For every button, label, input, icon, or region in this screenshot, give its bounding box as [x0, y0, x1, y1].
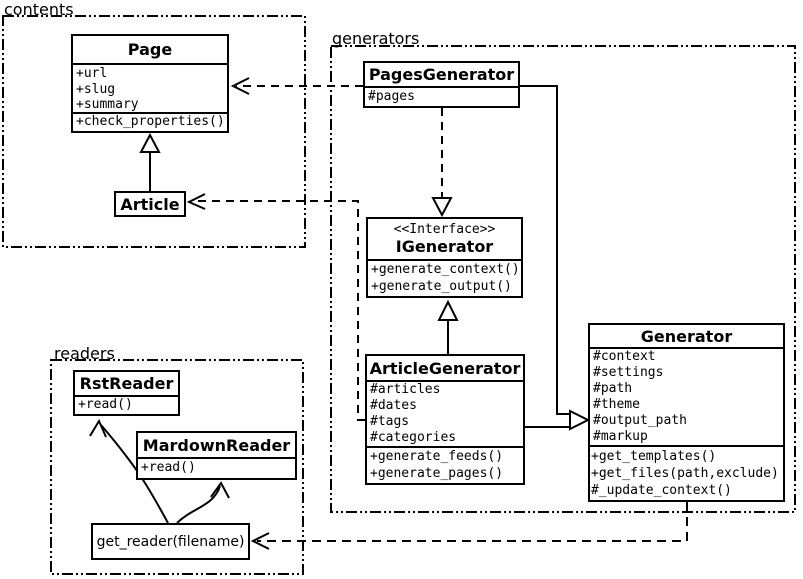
- class-title: Article: [120, 194, 180, 214]
- method: +get_files(path,exclude): [591, 466, 779, 481]
- attributes-compartment: #articles #dates #tags #categories: [367, 382, 523, 448]
- interface-igenerator: <<Interface>> IGenerator +generate_conte…: [366, 217, 523, 298]
- method: +generate_context(): [371, 262, 520, 277]
- attribute: #dates: [370, 398, 417, 413]
- hollow-triangle-right-icon: [569, 409, 591, 431]
- open-arrowhead-up-icon: [210, 481, 230, 499]
- attribute: #context: [593, 349, 656, 364]
- class-title: IGenerator: [395, 236, 494, 256]
- dependency-generator-to-getreader: [257, 502, 688, 542]
- class-articlegenerator: ArticleGenerator #articles #dates #tags …: [365, 354, 525, 485]
- class-title: MardownReader: [138, 433, 295, 459]
- class-pagesgenerator: PagesGenerator #pages: [363, 61, 520, 108]
- method: +generate_feeds(): [370, 449, 504, 464]
- attribute: #markup: [593, 429, 648, 444]
- generalization-pagesgenerator-to-generator: [520, 85, 571, 420]
- stereotype: <<Interface>>: [393, 221, 496, 237]
- attribute: +slug: [76, 81, 116, 97]
- class-title: Generator: [590, 325, 783, 349]
- get-reader-box: get_reader(filename): [91, 523, 250, 560]
- methods-compartment: +get_templates() +get_files(path,exclude…: [590, 447, 783, 500]
- get-reader-label: get_reader(filename): [96, 533, 245, 550]
- methods-compartment: +generate_feeds() +generate_pages(): [367, 448, 523, 483]
- attribute: #pages: [368, 89, 415, 104]
- open-arrowhead-up-icon: [89, 418, 107, 438]
- methods-compartment: +read(): [138, 459, 295, 478]
- attribute: #categories: [370, 430, 457, 445]
- attribute: +summary: [76, 97, 139, 112]
- package-border-generators: [330, 45, 796, 513]
- hollow-triangle-up-icon: [139, 132, 161, 153]
- method: +generate_pages(): [370, 465, 504, 481]
- attribute: #path: [593, 381, 633, 396]
- package-label-contents: contents: [4, 0, 74, 19]
- hollow-triangle-up-icon: [437, 299, 459, 321]
- attributes-compartment: #pages: [365, 88, 518, 106]
- method: #_update_context(): [591, 483, 732, 498]
- class-page: Page +url +slug +summary +check_properti…: [71, 34, 229, 133]
- package-label-generators: generators: [332, 29, 420, 48]
- attribute: #settings: [593, 365, 664, 380]
- methods-compartment: +check_properties(): [73, 114, 227, 131]
- class-generator: Generator #context #settings #path #them…: [588, 323, 785, 502]
- method: +read(): [78, 397, 133, 412]
- class-title: RstReader: [75, 372, 178, 397]
- class-rstreader: RstReader +read(): [73, 370, 180, 416]
- method: +check_properties(): [76, 114, 225, 129]
- class-mardownreader: MardownReader +read(): [136, 431, 297, 480]
- package-label-readers: readers: [54, 344, 115, 363]
- class-title: Page: [73, 36, 227, 65]
- attribute: #articles: [370, 382, 441, 397]
- open-arrowhead-left-icon: [250, 532, 270, 550]
- hollow-triangle-down-icon: [431, 197, 453, 218]
- methods-compartment: +generate_context() +generate_output(): [368, 261, 521, 296]
- attributes-compartment: +url +slug +summary: [73, 65, 227, 114]
- open-arrowhead-left-icon: [186, 193, 206, 210]
- attributes-compartment: #context #settings #path #theme #output_…: [590, 349, 783, 447]
- attribute: #output_path: [593, 413, 687, 428]
- class-title: ArticleGenerator: [367, 356, 523, 382]
- class-title-block: <<Interface>> IGenerator: [368, 219, 521, 261]
- class-title: PagesGenerator: [365, 63, 518, 88]
- open-arrowhead-left-icon: [230, 77, 250, 95]
- method: +get_templates(): [591, 449, 717, 464]
- attribute: #theme: [593, 397, 640, 412]
- method: +generate_output(): [371, 278, 512, 294]
- attribute: #tags: [370, 414, 410, 429]
- class-article: Article: [114, 191, 186, 217]
- package-border-readers: [50, 359, 304, 575]
- method: +read(): [141, 460, 196, 475]
- attribute: +url: [76, 66, 108, 81]
- dependency-articlegenerator-to-article: [192, 200, 365, 421]
- package-border-contents: [2, 15, 306, 248]
- generalization-articlegenerator-to-generator: [525, 420, 571, 428]
- arrow-getreader-to-mardownreader: [176, 485, 221, 524]
- methods-compartment: +read(): [75, 397, 178, 414]
